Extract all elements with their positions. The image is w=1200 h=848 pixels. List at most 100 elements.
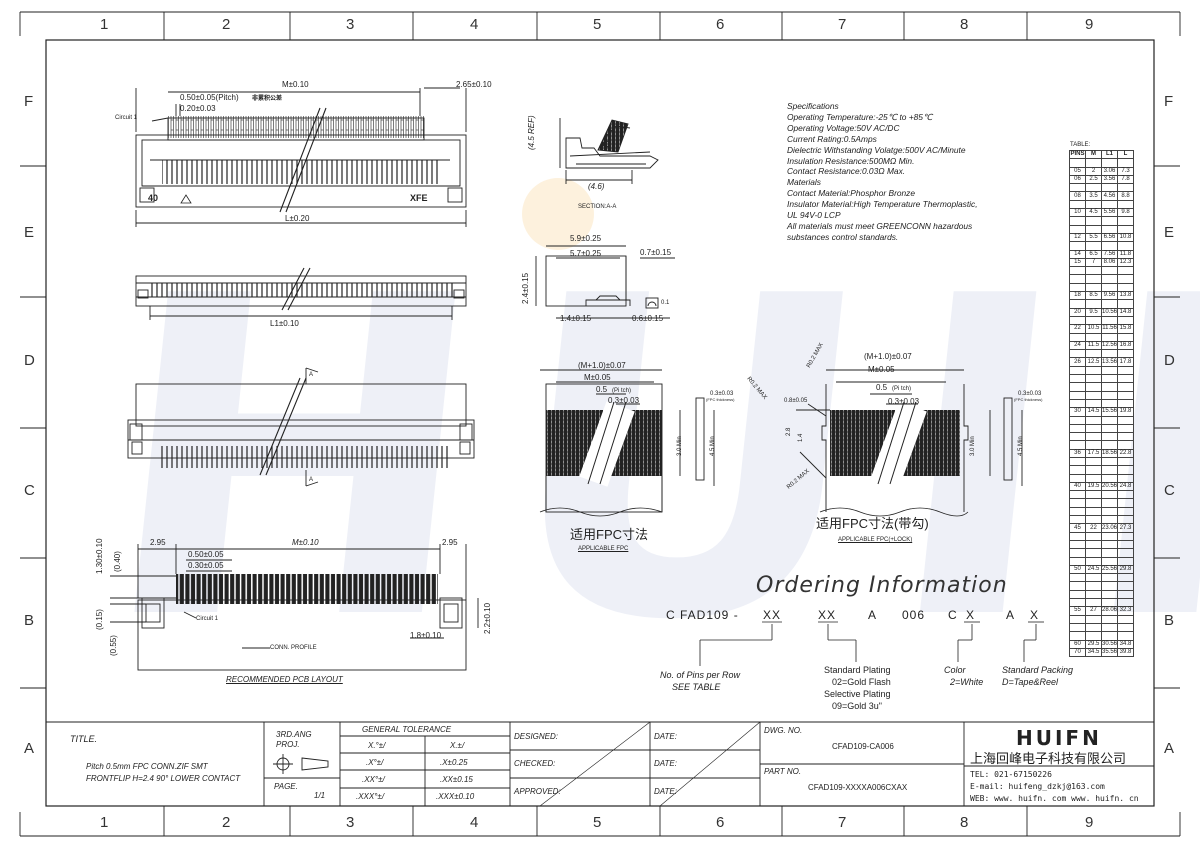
table-row <box>1069 581 1135 591</box>
table-cell <box>1100 556 1119 566</box>
fpc1-min-45: 4.5 Min <box>710 436 716 456</box>
table-cell <box>1100 515 1119 525</box>
table-cell <box>1069 415 1086 425</box>
table-cell <box>1100 432 1119 442</box>
table-row <box>1069 506 1135 517</box>
ordering-part-packing: X <box>1030 608 1040 622</box>
table-row <box>1069 241 1135 251</box>
title-line-1: Pitch 0.5mm FPC CONN.ZIF SMT <box>86 762 208 771</box>
table-cell <box>1085 282 1102 293</box>
circuit-1-top: Circuit 1 <box>115 115 138 121</box>
table-cell <box>1100 158 1119 168</box>
pcb-dim-015: (0.15) <box>95 609 104 630</box>
table-cell: 14.8 <box>1117 307 1135 317</box>
table-cell <box>1117 365 1135 376</box>
table-cell <box>1117 631 1135 641</box>
table-cell: 11.8 <box>1117 249 1135 259</box>
dim-pitch: 0.50±0.05(Pitch) <box>180 93 239 102</box>
table-cell <box>1100 631 1119 641</box>
table-cell: 70 <box>1069 647 1086 658</box>
table-row <box>1069 224 1135 234</box>
table-cell <box>1117 589 1135 600</box>
spec-line: Materials <box>787 177 821 188</box>
table-cell: 22 <box>1085 523 1102 533</box>
table-cell <box>1117 440 1135 450</box>
grid-row-b-left: B <box>24 612 35 629</box>
table-cell <box>1069 365 1086 376</box>
table-cell <box>1085 241 1102 251</box>
table-cell <box>1085 506 1102 517</box>
table-row <box>1069 332 1135 342</box>
pcb-layout-title: RECOMMENDED PCB LAYOUT <box>226 675 343 684</box>
table-cell: 5.5 <box>1085 232 1102 243</box>
table-cell: 6.5 <box>1085 249 1102 259</box>
fpc2-pitch: (Pi tch) <box>892 386 912 392</box>
pin-mark: 40 <box>148 193 159 203</box>
pcb-dim-040: (0.40) <box>113 551 122 572</box>
table-cell <box>1085 473 1102 483</box>
grid-col-5-bottom: 5 <box>593 814 602 831</box>
table-cell <box>1085 465 1102 475</box>
table-cell: 18 <box>1069 291 1086 301</box>
table-cell: 24.5 <box>1085 564 1102 575</box>
table-cell <box>1100 349 1119 359</box>
spec-line: Insulation Resistance:500MΩ Min. <box>787 155 915 166</box>
table-cell <box>1117 373 1135 384</box>
table-row <box>1069 556 1135 566</box>
table-cell <box>1100 299 1119 309</box>
table-cell: 3.56 <box>1100 174 1119 185</box>
table-cell <box>1085 531 1102 541</box>
profile-dim-5: 1.4±0.15 <box>560 314 592 323</box>
table-cell <box>1117 531 1135 541</box>
ordering-plating-2: 02=Gold Flash <box>832 677 891 687</box>
pcb-dim-m: M±0.10 <box>292 538 319 547</box>
table-cell: 14.5 <box>1085 407 1102 417</box>
profile-dim-4: 2.4±0.15 <box>521 272 530 304</box>
table-cell <box>1117 539 1135 550</box>
table-cell <box>1117 498 1135 508</box>
pin-table-header: L1 <box>1100 149 1119 160</box>
fpc2-dim-2: M±0.05 <box>868 365 895 374</box>
table-cell <box>1117 515 1135 525</box>
table-cell <box>1117 473 1135 483</box>
profile-dim-2: 5.7±0.25 <box>570 249 602 258</box>
grid-row-c-right: C <box>1164 482 1175 499</box>
fpc2-thickness: 0.3±0.03 <box>1018 391 1042 397</box>
fpc2-title-cn: 适用FPC寸法(带勾) <box>816 516 929 531</box>
fpc1-thickness: 0.3±0.03 <box>710 391 734 397</box>
table-cell <box>1100 440 1119 450</box>
table-cell <box>1100 415 1119 425</box>
table-cell: 15 <box>1069 257 1086 268</box>
table-cell <box>1117 598 1135 608</box>
table-cell: 45 <box>1069 523 1086 533</box>
table-cell <box>1100 456 1119 467</box>
ordering-color-2: 2=White <box>950 677 984 687</box>
table-cell: 25.56 <box>1100 564 1119 575</box>
fpc1-dim-1: (M+1.0)±0.07 <box>578 361 626 370</box>
table-cell <box>1117 423 1135 434</box>
ordering-part-a2: A <box>1006 608 1016 622</box>
company-logo: HUIFN <box>1016 726 1102 750</box>
tolerance-linear-3: .XXX±0.10 <box>436 792 475 801</box>
grid-row-d-left: D <box>24 352 35 369</box>
table-cell <box>1117 506 1135 517</box>
table-cell <box>1117 315 1135 326</box>
table-cell <box>1085 299 1102 309</box>
table-cell <box>1100 473 1119 483</box>
part-no-value: CFAD109-XXXXA006CXAX <box>808 783 908 792</box>
table-cell <box>1117 332 1135 342</box>
pin-table-header: L <box>1117 149 1135 160</box>
ordering-plating-3: Selective Plating <box>824 689 891 699</box>
table-row <box>1069 631 1135 641</box>
table-cell: 34.8 <box>1117 639 1135 649</box>
table-cell: 2.5 <box>1085 174 1102 185</box>
table-row <box>1069 373 1135 384</box>
table-cell: 17.5 <box>1085 448 1102 459</box>
page-label: PAGE. <box>274 782 298 791</box>
